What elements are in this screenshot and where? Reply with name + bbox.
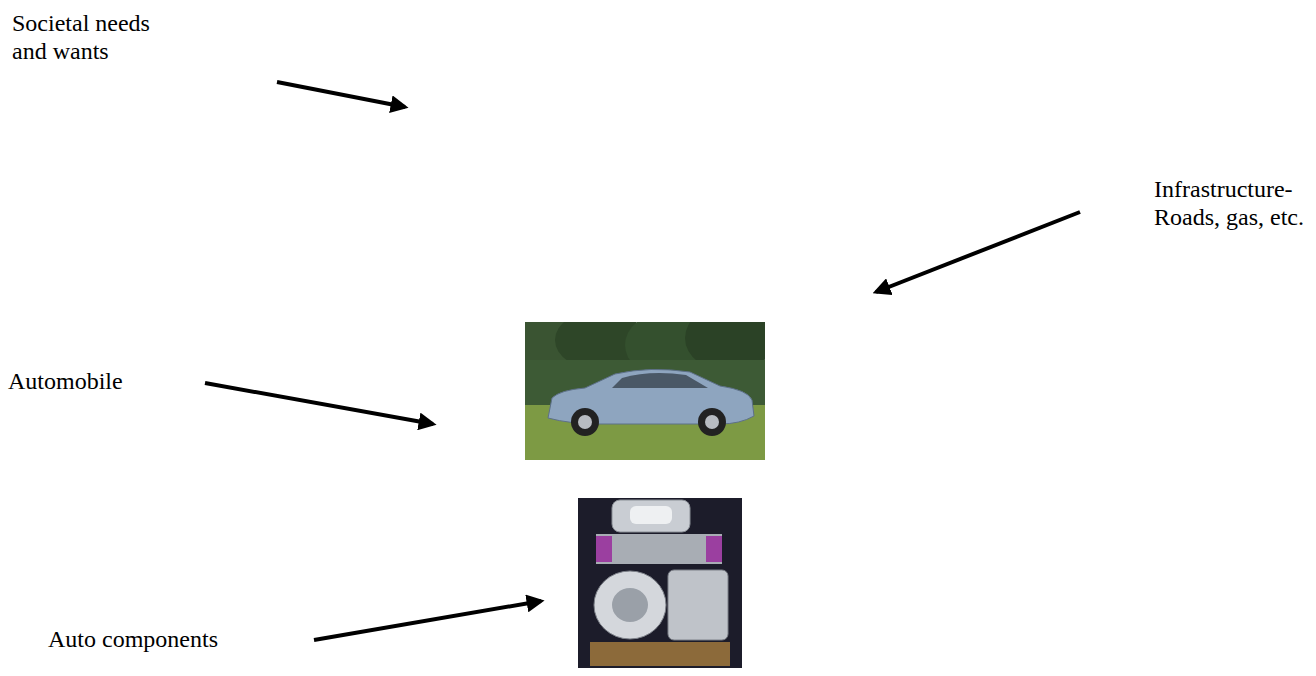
callout-label-box: Societal needs and wants (12, 10, 174, 65)
callout-label-box: Auto components (48, 626, 218, 654)
ellipse-region: AutomobileAuto components (400, 270, 880, 675)
ellipse-shape (539, 471, 742, 675)
ellipse-shape (149, 6, 1168, 675)
callout-label: Automobile (8, 368, 123, 396)
callout-label-box: Automobile (8, 368, 123, 396)
leader-arrows (205, 82, 1080, 640)
callout-label: Auto components (48, 626, 218, 654)
leader-arrow (876, 212, 1080, 292)
ellipse-region: Infrastructure- Roads, gas, etc.Automobi… (313, 95, 968, 675)
callout-label: Infrastructure- Roads, gas, etc. (1154, 176, 1310, 231)
ellipse-shape (401, 271, 880, 675)
leader-arrow (314, 601, 541, 640)
ellipse-outline (538, 470, 742, 675)
ellipse-outline (313, 95, 968, 675)
ellipse-region: Auto components (538, 470, 742, 675)
ellipse-outline (148, 5, 1168, 675)
callout-label: Societal needs and wants (12, 10, 174, 65)
leader-arrow (205, 383, 433, 424)
leader-arrow (277, 82, 405, 107)
engine-photo (578, 498, 742, 668)
ellipse-region: Societal needs and wantsInfrastructure- … (148, 5, 1168, 675)
car-photo (525, 322, 765, 460)
ellipse-shape (314, 96, 968, 675)
ellipse-outline (400, 270, 880, 675)
callout-label-box: Infrastructure- Roads, gas, etc. (1154, 176, 1310, 231)
